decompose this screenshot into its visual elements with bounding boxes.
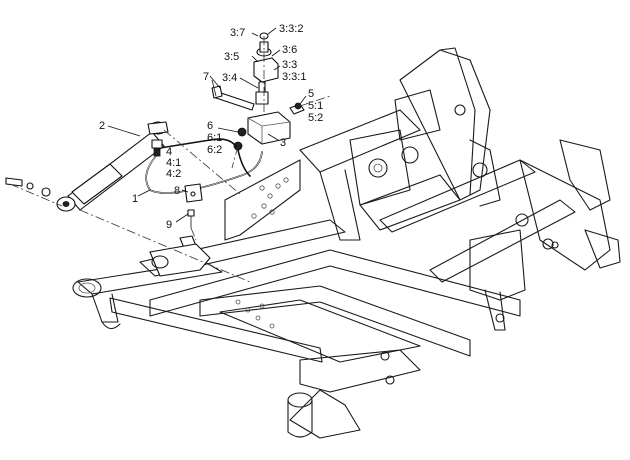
callout-2: 2 (99, 120, 105, 132)
callout-4-2: 4:2 (166, 168, 181, 180)
callout-labels: 3:7 3:3:2 3:5 3:6 3:3 3:3:1 7 3:4 5 5:1 … (99, 23, 323, 231)
assembly-centerlines (9, 36, 331, 283)
callout-5-1: 5:1 (308, 100, 323, 112)
callout-9: 9 (166, 219, 172, 231)
callout-4-1: 4:1 (166, 157, 181, 169)
mounting-plate-holes (251, 177, 289, 219)
callout-4: 4 (166, 146, 172, 158)
callout-6-1: 6:1 (207, 132, 222, 144)
callout-8: 8 (174, 185, 180, 197)
hose-fitting (151, 139, 163, 157)
callout-5-2: 5:2 (308, 112, 323, 124)
callout-3-3-2: 3:3:2 (279, 23, 303, 35)
callout-3-4: 3:4 (222, 72, 237, 84)
hydraulic-cylinder (56, 121, 169, 212)
callout-3-3: 3:3 (282, 59, 297, 71)
callout-6: 6 (207, 120, 213, 132)
chassis-frame (72, 47, 621, 439)
switch-bracket (149, 235, 211, 277)
callout-7: 7 (203, 71, 209, 83)
callout-3: 3 (280, 137, 286, 149)
clamp-screw (187, 209, 195, 228)
callout-3-5: 3:5 (224, 51, 239, 63)
callout-6-2: 6:2 (207, 144, 222, 156)
leader-lines (107, 27, 307, 223)
callout-1: 1 (132, 193, 138, 205)
cylinder-pin (5, 177, 51, 197)
control-rod (211, 85, 255, 111)
callout-3-6: 3:6 (282, 44, 297, 56)
callout-5: 5 (308, 88, 314, 100)
callout-3-3-1: 3:3:1 (282, 71, 306, 83)
control-valve (233, 32, 305, 151)
callout-3-7: 3:7 (230, 27, 245, 39)
hose-clamp (184, 183, 203, 203)
hydraulic-hoses (145, 138, 263, 194)
